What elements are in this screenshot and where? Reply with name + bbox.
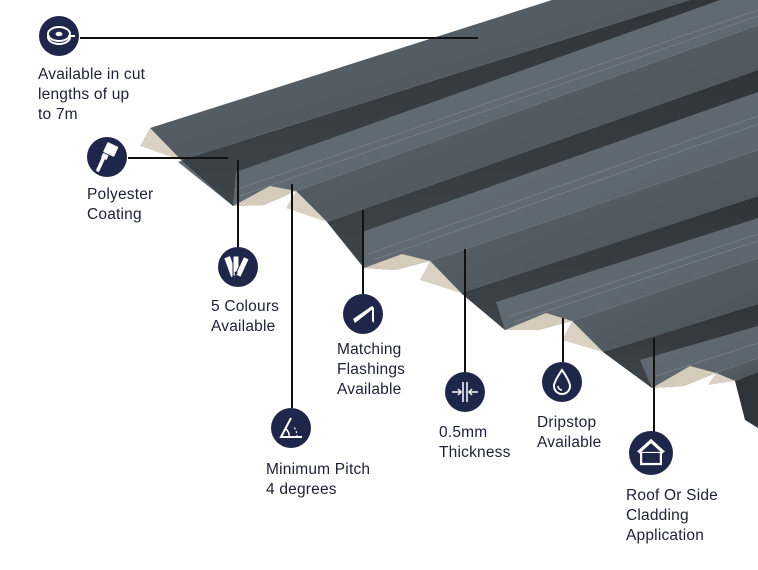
- feature-label-flashings: Matching Flashings Available: [337, 340, 405, 400]
- sheet-wall: [461, 196, 758, 330]
- sheet-edge: [652, 366, 716, 388]
- roof-sheet: [140, 0, 758, 428]
- feature-label-cut-lengths: Available in cut lengths of up to 7m: [38, 65, 145, 125]
- feature-label-polyester-coating: Polyester Coating: [87, 185, 153, 225]
- sheet-edge: [364, 254, 430, 270]
- sheet-crest: [572, 258, 758, 352]
- sheet-ribs: [234, 9, 758, 377]
- flashing-icon: [343, 294, 383, 334]
- sheet-edge: [233, 186, 296, 206]
- feature-label-line: Polyester: [87, 186, 154, 203]
- feature-label-line: Roof Or Side: [626, 487, 718, 504]
- feature-label-line: Available: [337, 381, 402, 398]
- feature-label-line: Thickness: [439, 444, 511, 461]
- water-drop-icon: [542, 362, 582, 402]
- sheet-crest: [430, 150, 758, 293]
- feature-label-thickness: 0.5mm Thickness: [439, 423, 511, 463]
- sheet-crest: [150, 0, 690, 160]
- feature-label-line: Flashings: [337, 361, 406, 378]
- feature-label-line: Cladding: [626, 507, 689, 524]
- sheet-edge: [140, 128, 181, 160]
- feature-label-line: 5 Colours: [211, 298, 280, 315]
- feature-label-line: 0.5mm: [439, 424, 488, 441]
- feature-label-line: Available: [537, 434, 602, 451]
- feature-label-line: to 7m: [38, 106, 78, 123]
- feature-label-application: Roof Or Side Cladding Application: [626, 486, 718, 546]
- sheet-valley: [178, 0, 758, 206]
- feature-label-pitch: Minimum Pitch 4 degrees: [266, 460, 370, 500]
- angle-icon: [271, 408, 311, 448]
- sheet-wall: [603, 304, 758, 388]
- sheet-edge: [286, 191, 327, 222]
- feature-label-colours: 5 Colours Available: [211, 297, 279, 337]
- house-icon: [629, 431, 673, 475]
- feature-label-line: Coating: [87, 206, 142, 223]
- feature-label-line: Available: [211, 318, 276, 335]
- paint-brush-icon: [87, 137, 127, 177]
- feature-label-line: Minimum Pitch: [266, 461, 371, 478]
- tape-measure-icon: [39, 16, 79, 56]
- feature-label-line: Matching: [337, 341, 402, 358]
- sheet-edge: [420, 261, 461, 293]
- thickness-icon: [445, 372, 485, 412]
- sheet-edge: [562, 321, 603, 352]
- feature-label-line: Application: [626, 527, 705, 544]
- sheet-wall: [735, 372, 758, 428]
- sheet-wall: [327, 70, 758, 268]
- feature-label-dripstop: Dripstop Available: [537, 413, 601, 453]
- feature-label-line: lengths of up: [38, 86, 130, 103]
- sheet-crest: [296, 25, 758, 222]
- sheet-crest: [716, 358, 758, 381]
- feature-label-line: 4 degrees: [266, 481, 337, 498]
- sheet-edge: [708, 373, 735, 385]
- feature-label-line: Available in cut: [38, 66, 146, 83]
- leader-lines: [80, 37, 655, 432]
- colour-swatch-icon: [218, 247, 258, 287]
- feature-label-line: Dripstop: [537, 414, 597, 431]
- sheet-edge: [505, 313, 572, 330]
